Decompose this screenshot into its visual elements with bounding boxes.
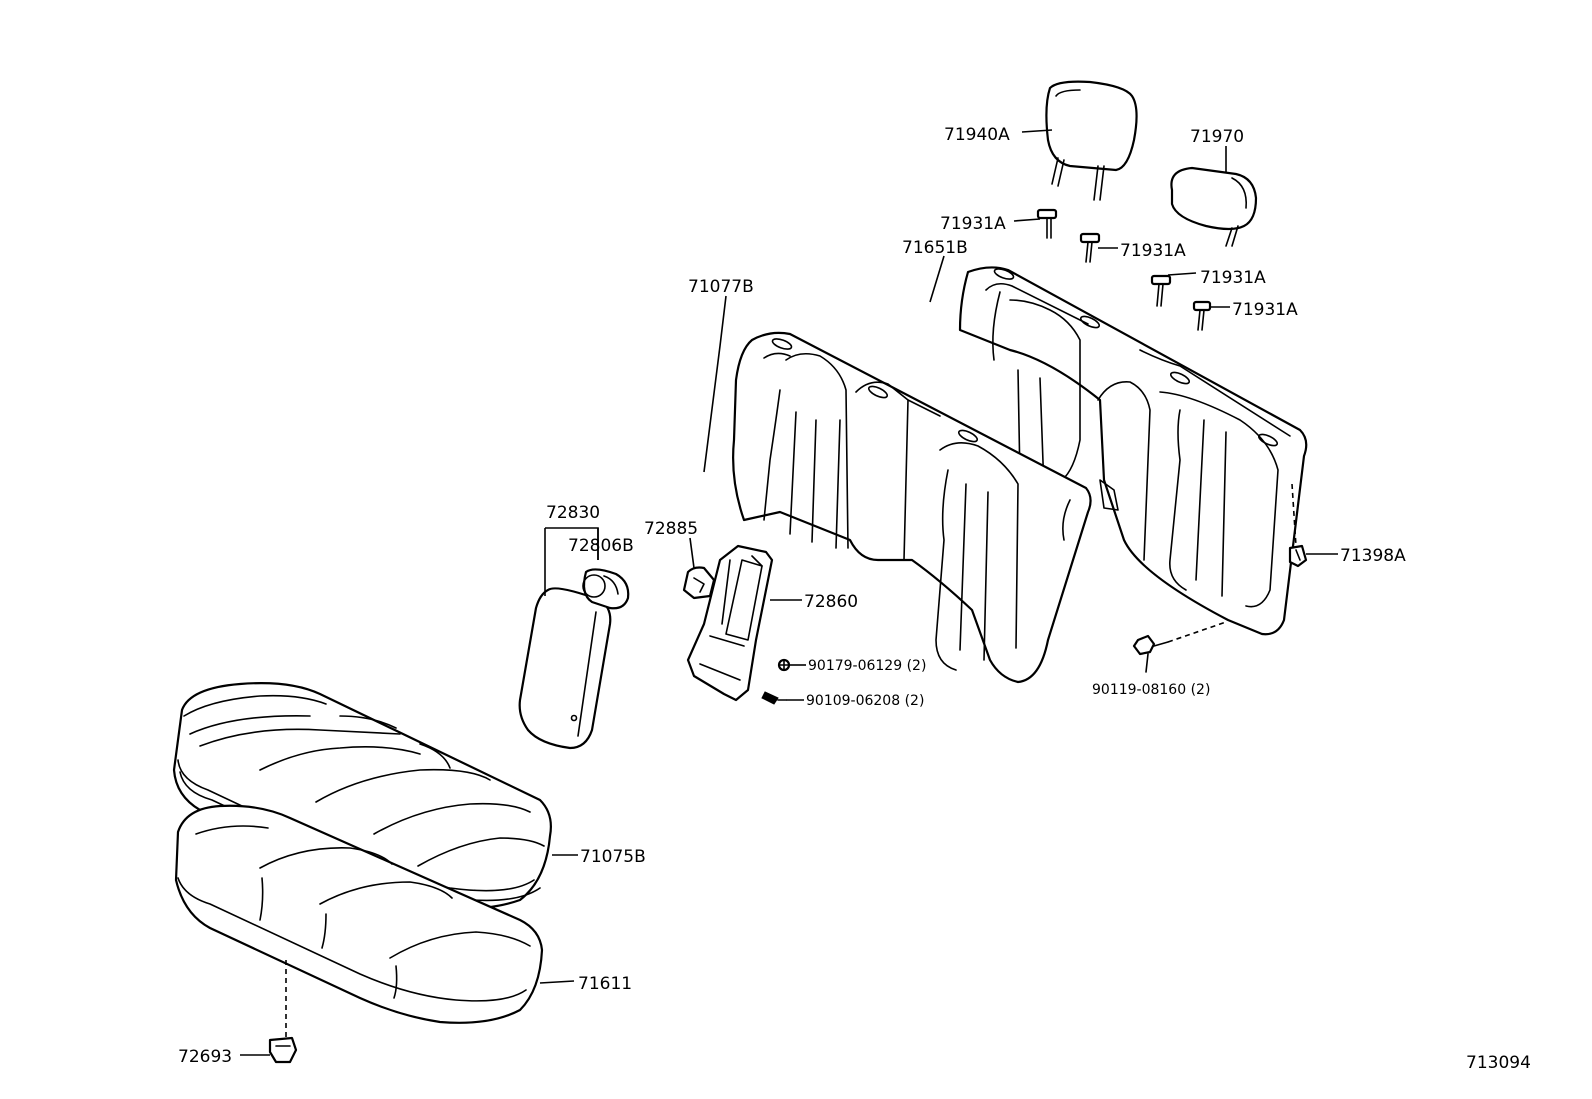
- screw-1-part[interactable]: [777, 658, 791, 672]
- label-headrest-left: 71940A: [944, 125, 1010, 145]
- dashed-line-bolt: [1167, 621, 1227, 643]
- label-back-clip: 71398A: [1340, 546, 1406, 566]
- armrest-bracket-part[interactable]: [686, 544, 774, 702]
- label-cushion-cover: 71075B: [580, 847, 646, 867]
- label-cushion-pad: 71611: [578, 974, 632, 994]
- label-support-4: 71931A: [1232, 300, 1298, 320]
- back-clip-part[interactable]: [1288, 544, 1308, 568]
- headrest-left-part[interactable]: [1045, 80, 1138, 201]
- armrest-hinge-part[interactable]: [682, 566, 716, 600]
- screw-2-part[interactable]: [761, 691, 787, 705]
- armrest-part[interactable]: [518, 587, 612, 750]
- cushion-clip-part[interactable]: [268, 1036, 298, 1064]
- label-cup-holder: 72806B: [568, 536, 634, 556]
- label-screw-2: 90109-06208 (2): [806, 693, 924, 709]
- label-back-cover-right: 71651B: [902, 238, 968, 258]
- diagram-id: 713094: [1466, 1053, 1531, 1073]
- headrest-support-3[interactable]: [1150, 274, 1172, 307]
- headrest-support-4[interactable]: [1192, 300, 1212, 331]
- dashed-line-back-clip: [1291, 483, 1297, 547]
- label-back-cover-left: 71077B: [688, 277, 754, 297]
- label-headrest-right: 71970: [1190, 127, 1244, 147]
- seat-back-right-part[interactable]: [958, 266, 1308, 636]
- seat-cushion-pad-part[interactable]: [174, 804, 544, 1024]
- cup-holder-part[interactable]: [582, 568, 630, 610]
- label-armrest-assy: 72830: [546, 503, 600, 523]
- label-support-3: 71931A: [1200, 268, 1266, 288]
- seat-back-left-part[interactable]: [732, 331, 1092, 684]
- label-bolt: 90119-08160 (2): [1092, 682, 1210, 698]
- headrest-support-2[interactable]: [1079, 232, 1101, 263]
- label-support-1: 71931A: [940, 214, 1006, 234]
- label-screw-1: 90179-06129 (2): [808, 658, 926, 674]
- label-armrest-bracket: 72860: [804, 592, 858, 612]
- headrest-right-part[interactable]: [1170, 166, 1258, 247]
- headrest-support-1[interactable]: [1036, 208, 1058, 239]
- label-armrest-hinge: 72885: [644, 519, 698, 539]
- leader-lines: [240, 129, 1338, 1056]
- bolt-part[interactable]: [1132, 634, 1169, 673]
- label-support-2: 71931A: [1120, 241, 1186, 261]
- label-cushion-clip: 72693: [178, 1047, 232, 1067]
